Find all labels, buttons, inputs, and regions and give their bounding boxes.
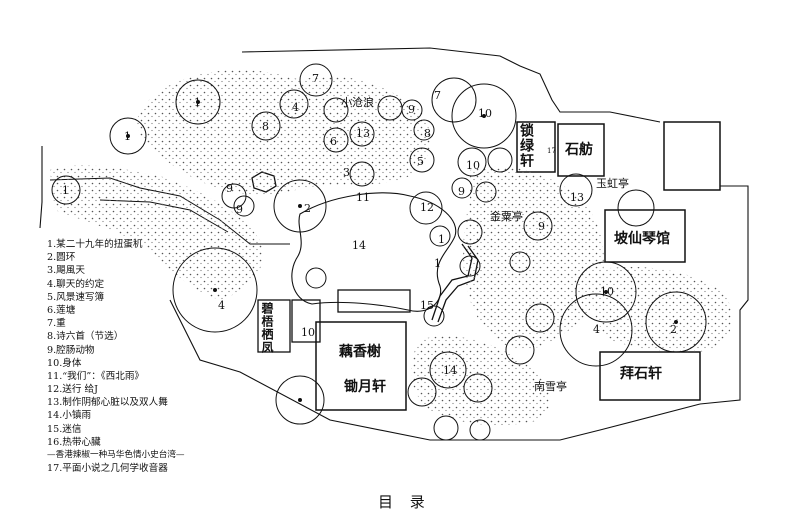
plan-number: 17 (547, 147, 556, 155)
plan-number: 15 (420, 299, 434, 312)
plan-number: 10 (466, 159, 480, 172)
page-caption: 目 录 (378, 493, 431, 511)
plan-number: 9 (226, 182, 233, 195)
label-suolv: 锁绿轩 (518, 123, 534, 168)
plan-number: 2 (670, 323, 677, 336)
plan-number: 10 (600, 285, 614, 298)
plan-number: 1 (124, 130, 131, 143)
label-poxian: 坡仙琴馆 (614, 231, 670, 247)
building-poxian (604, 209, 686, 263)
building-bifeng (257, 299, 291, 353)
plan-number: 9 (236, 203, 243, 216)
building-shifang (557, 123, 605, 177)
toc-item: 9.腔肠动物 (47, 344, 95, 356)
toc-item: 13.制作阴郁心脏以及双人舞 (47, 397, 168, 409)
toc-item: 5.风景速写簿 (47, 291, 105, 303)
toc-item: 4.聊天的约定 (47, 278, 105, 290)
plan-number: 1 (434, 257, 441, 270)
toc-item: 11.“我们”：《西北雨》 (47, 370, 145, 382)
label-shifang: 石舫 (565, 142, 593, 158)
toc-item: —香港辣椒一种马华色情小史台湾— (47, 450, 185, 460)
building-ouxiang (315, 321, 407, 411)
toc-item: 3.飓風天 (47, 265, 85, 277)
label-ouxiang: 藕香榭 (339, 344, 381, 360)
toc-item: 15.迷信 (47, 423, 82, 435)
plan-number: 3 (343, 166, 350, 179)
plan-number: 1 (194, 96, 201, 109)
plan-number: 13 (356, 127, 370, 140)
label-nanxue: 南雪亭 (534, 380, 567, 393)
plan-number: 8 (424, 127, 431, 140)
garden-boundary-wall (241, 47, 661, 123)
toc-item: 10.身体 (47, 357, 82, 369)
label-jinsu: 金粟亭 (490, 210, 523, 223)
label-bifeng: 碧梧栖凤 (260, 302, 274, 354)
building-suolv (516, 121, 556, 173)
plan-number: 13 (570, 191, 584, 204)
plan-number: 5 (417, 155, 424, 168)
plan-number: 4 (292, 101, 299, 114)
plan-number: 8 (262, 120, 269, 133)
toc-item: 16.热带心臟 (47, 436, 101, 448)
stipple-area-east (463, 166, 604, 350)
plan-number: 9 (408, 103, 415, 116)
building-east-hall (663, 121, 721, 191)
building-baishi (599, 351, 701, 401)
plan-number: 14 (352, 239, 366, 252)
building-pond-pavilion (337, 289, 411, 313)
stipple-area-north (137, 70, 431, 195)
stipple-area-south (411, 336, 551, 426)
garden-boundary-south (169, 299, 701, 441)
toc-item: 17.平面小说之几何学收音器 (47, 463, 168, 475)
toc-item: 8.诗六首（节选） (47, 331, 124, 343)
plan-number: 9 (538, 220, 545, 233)
garden-boundary-east (699, 185, 749, 405)
label-xiaocanglang: 小沧浪 (341, 96, 374, 109)
plan-number: 4 (593, 323, 600, 336)
plan-number: 4 (218, 299, 225, 312)
label-yuhong: 玉虹亭 (596, 177, 629, 190)
garden-boundary-wall-west (39, 146, 43, 229)
label-baishi: 拜石轩 (620, 366, 662, 382)
toc-item: 1.某二十九年的扭蛋机 (47, 239, 143, 250)
plan-number: 1 (62, 184, 69, 197)
label-yiyue: 锄月轩 (344, 379, 386, 395)
plan-number: 11 (356, 191, 370, 204)
toc-item: 6.莲塘 (47, 304, 76, 316)
plan-number: 10 (478, 107, 492, 120)
plan-number: 12 (420, 201, 434, 214)
plan-number: 1 (438, 233, 445, 246)
pond-outline (291, 192, 457, 312)
stipple-area-southeast (592, 266, 733, 353)
building-stone-boat (291, 299, 321, 343)
stipple-area-west (50, 165, 263, 300)
plan-number: 7 (312, 72, 319, 85)
toc-item: 7.重 (47, 318, 66, 330)
plan-number: 2 (304, 202, 311, 215)
plan-number: 9 (458, 185, 465, 198)
toc-item: 2.圆环 (47, 252, 76, 264)
table-of-contents: 1.某二十九年的扭蛋机 2.圆环 3.飓風天 4.聊天的约定 5.风景速写簿 6… (47, 238, 185, 475)
toc-item: 12.送行 给J (47, 384, 98, 396)
plan-number: 6 (330, 135, 337, 148)
plan-number: 7 (434, 89, 441, 102)
toc-item: 14.小镇雨 (47, 410, 92, 422)
plan-number: 14 (443, 364, 457, 377)
plan-number: 10 (301, 326, 315, 339)
